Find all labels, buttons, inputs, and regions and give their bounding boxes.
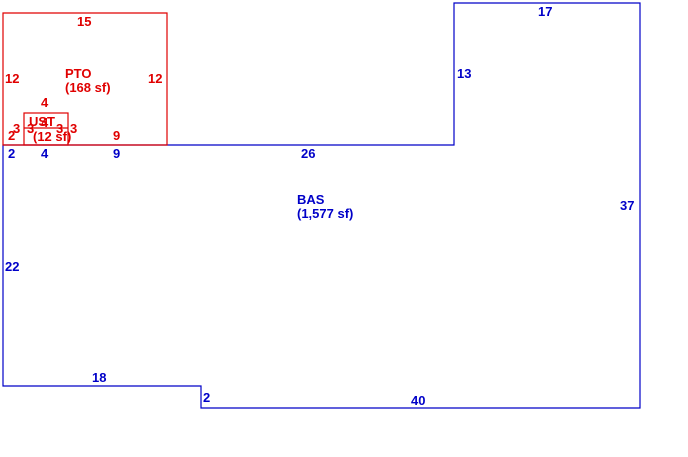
bas-dim-top-left-four: 4 [41,146,49,161]
pto-code-label: PTO [65,66,92,81]
bas-code-label: BAS [297,192,325,207]
ust-dim-inner-c: 4 [41,115,49,130]
bas-dim-top-right: 17 [538,4,552,19]
ust-area-label: (12 sf) [33,129,71,144]
bas-dim-top-middle: 26 [301,146,315,161]
bas-area-label: (1,577 sf) [297,206,353,221]
bas-dim-bottom-left: 18 [92,370,106,385]
bas-dim-bottom-right: 40 [411,393,425,408]
ust-code-label: UST [29,114,55,129]
bas-dim-right: 37 [620,198,634,213]
bas-dim-left: 22 [5,259,19,274]
pto-dim-bottom-right: 9 [113,128,120,143]
pto-dim-top: 15 [77,14,91,29]
bas-dim-step-down: 2 [203,390,210,405]
ust-dim-inner-b: 3 [56,121,63,136]
ust-dim-right: 3 [70,121,77,136]
bas-dim-top-left-nine: 9 [113,146,120,161]
bas-dim-top-left-short: 2 [8,146,15,161]
pto-area-label: (168 sf) [65,80,111,95]
ust-dim-left: 3 [13,121,20,136]
bas-outline [2,2,641,409]
pto-dim-bottom-left: 2 [8,128,15,143]
pto-dim-right: 12 [148,71,162,86]
ust-dim-inner-a: 3 [27,121,34,136]
ust-outline [23,112,69,146]
ust-dim-top: 4 [41,95,49,110]
bas-dim-notch-up: 13 [457,66,471,81]
pto-outline [2,12,168,146]
pto-dim-left: 12 [5,71,19,86]
